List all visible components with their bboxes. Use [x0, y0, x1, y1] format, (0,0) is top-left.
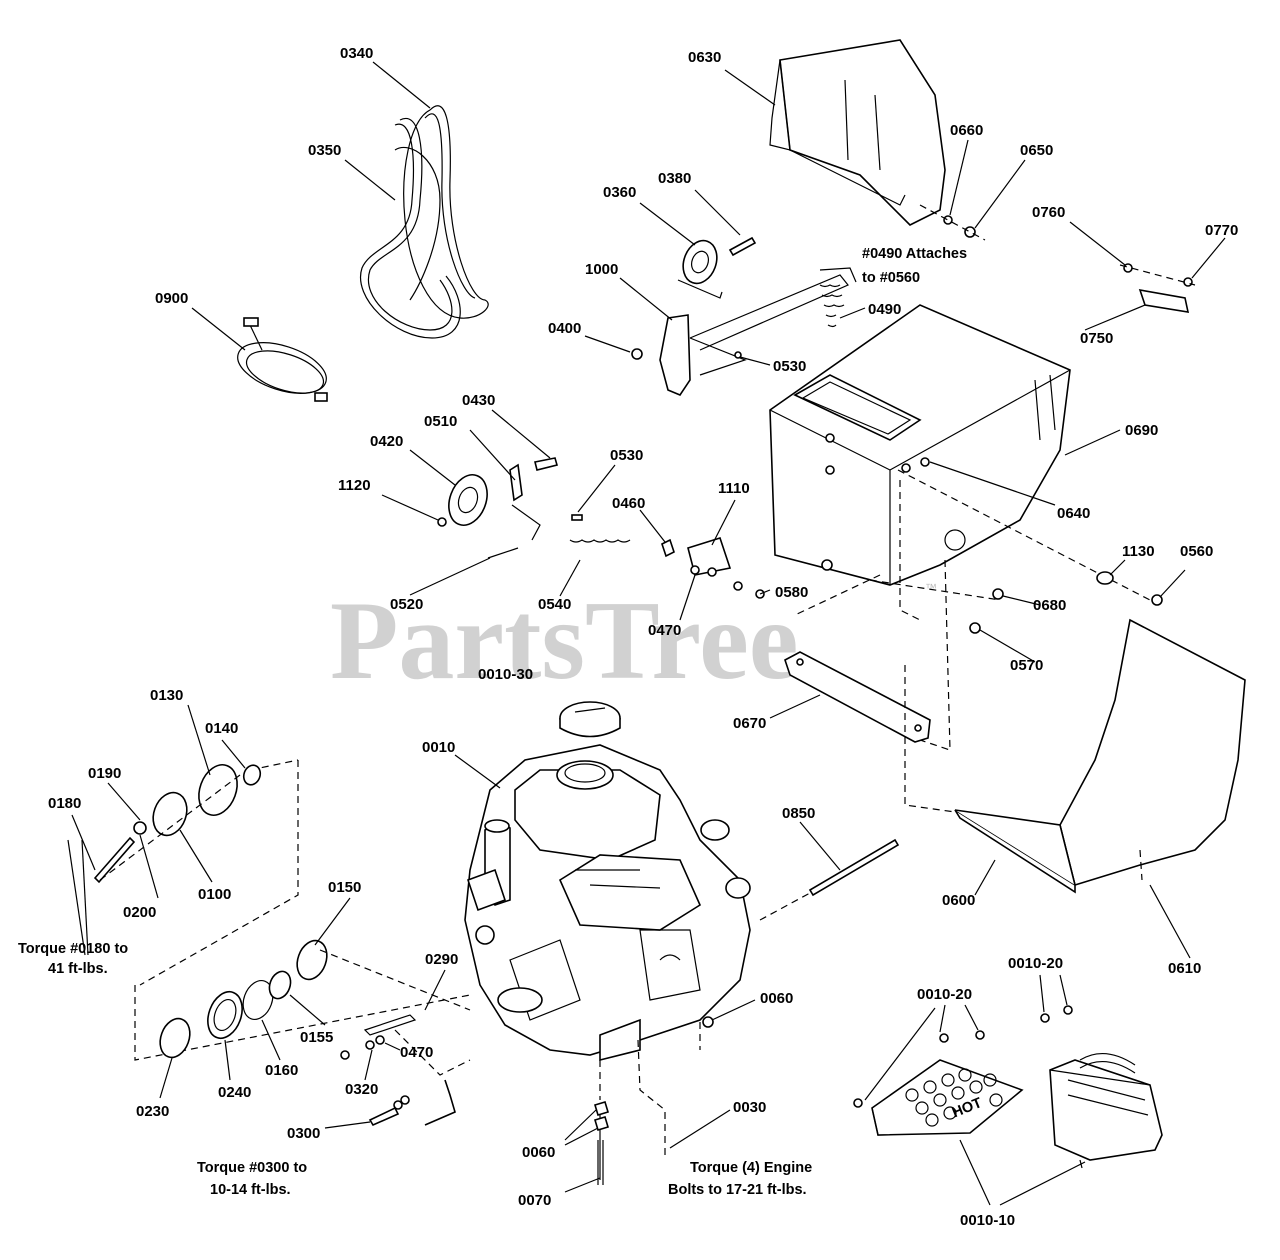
callout-0100: 0100 — [198, 886, 231, 903]
callout-0010-10: 0010-10 — [960, 1212, 1015, 1229]
leader-lines — [67, 61, 1226, 1206]
callout-0640: 0640 — [1057, 505, 1090, 522]
callout-0150: 0150 — [328, 879, 361, 896]
note-torque-engine-line2: Bolts to 17-21 ft-lbs. — [668, 1182, 807, 1198]
watermark-trademark: ™ — [925, 581, 937, 595]
callout-0230: 0230 — [136, 1103, 169, 1120]
callout-0360: 0360 — [603, 184, 636, 201]
callout-0350: 0350 — [308, 142, 341, 159]
note-torque-engine-line1: Torque (4) Engine — [690, 1160, 812, 1176]
callout-0750: 0750 — [1080, 330, 1113, 347]
note-attach-line1: #0490 Attaches — [862, 246, 967, 262]
callout-0770: 0770 — [1205, 222, 1238, 239]
callout-1110: 1110 — [718, 480, 750, 497]
callout-1120: 1120 — [338, 477, 371, 494]
note-torque0300-line1: Torque #0300 to — [197, 1160, 307, 1176]
callout-0660: 0660 — [950, 122, 983, 139]
cable-0900 — [237, 317, 328, 402]
note-torque0180-line1: Torque #0180 to — [18, 941, 128, 957]
callout-0490: 0490 — [868, 301, 901, 318]
callout-0610: 0610 — [1168, 960, 1201, 977]
callout-0760: 0760 — [1032, 204, 1065, 221]
bracket-0670 — [784, 651, 931, 743]
callout-1130: 1130 — [1122, 543, 1155, 560]
callout-0010-20-b: 0010-20 — [1008, 955, 1063, 972]
callout-0670: 0670 — [733, 715, 766, 732]
rod-0850 — [759, 838, 900, 921]
callout-0290: 0290 — [425, 951, 458, 968]
callout-0030: 0030 — [733, 1099, 766, 1116]
callout-0650: 0650 — [1020, 142, 1053, 159]
shield-0600 — [904, 618, 1246, 894]
callout-0560: 0560 — [1180, 543, 1213, 560]
engine-0010 — [464, 744, 751, 1185]
pulley-assembly-bottom — [134, 939, 471, 1127]
muffler — [1040, 1005, 1163, 1169]
callout-0200: 0200 — [123, 904, 156, 921]
callout-0680: 0680 — [1033, 597, 1066, 614]
callout-0320: 0320 — [345, 1081, 378, 1098]
callout-0060-b: 0060 — [522, 1144, 555, 1161]
note-attach-line2: to #0560 — [862, 270, 920, 286]
pulley-assembly-top — [93, 759, 299, 986]
watermark: PartsTree — [330, 579, 799, 703]
callout-0600: 0600 — [942, 892, 975, 909]
callout-0380: 0380 — [658, 170, 691, 187]
callout-0470-b: 0470 — [400, 1044, 433, 1061]
notes: #0490 Attaches to #0560 Torque #0180 to … — [18, 246, 967, 1198]
callout-0155: 0155 — [300, 1029, 333, 1046]
callout-labels: 0340 0350 0900 0630 0660 0650 0760 0770 … — [48, 45, 1238, 1229]
callout-0010-30: 0010-30 — [478, 666, 533, 683]
callout-0300: 0300 — [287, 1125, 320, 1142]
callout-0430: 0430 — [462, 392, 495, 409]
callout-0070: 0070 — [518, 1192, 551, 1209]
note-torque0180-line2: 41 ft-lbs. — [48, 961, 108, 977]
callout-0540: 0540 — [538, 596, 571, 613]
callout-0630: 0630 — [688, 49, 721, 66]
callout-0130: 0130 — [150, 687, 183, 704]
callout-0240: 0240 — [218, 1084, 251, 1101]
callout-0690: 0690 — [1125, 422, 1158, 439]
frame-0690 — [769, 304, 1163, 751]
callout-0010-20: 0010-20 — [917, 986, 972, 1003]
callout-0420: 0420 — [370, 433, 403, 450]
callout-0510: 0510 — [424, 413, 457, 430]
chute-cover-0630 — [769, 39, 946, 226]
callout-0900: 0900 — [155, 290, 188, 307]
callout-0570: 0570 — [1010, 657, 1043, 674]
hardware — [437, 204, 1196, 599]
muffler-guard: HOT — [853, 1030, 1024, 1136]
callout-1000: 1000 — [585, 261, 618, 278]
callout-0400: 0400 — [548, 320, 581, 337]
callout-0190: 0190 — [88, 765, 121, 782]
callout-0340: 0340 — [340, 45, 373, 62]
drive-belts — [359, 105, 489, 339]
callout-0470: 0470 — [648, 622, 681, 639]
callout-0520: 0520 — [390, 596, 423, 613]
gas-cap — [559, 701, 621, 738]
callout-0010: 0010 — [422, 739, 455, 756]
callout-0180: 0180 — [48, 795, 81, 812]
note-torque0300-line2: 10-14 ft-lbs. — [210, 1182, 291, 1198]
callout-0850: 0850 — [782, 805, 815, 822]
callout-0460: 0460 — [612, 495, 645, 512]
callout-0060: 0060 — [760, 990, 793, 1007]
callout-0530: 0530 — [773, 358, 806, 375]
callout-0140: 0140 — [205, 720, 238, 737]
callout-0580: 0580 — [775, 584, 808, 601]
callout-0530-b: 0530 — [610, 447, 643, 464]
callout-0160: 0160 — [265, 1062, 298, 1079]
